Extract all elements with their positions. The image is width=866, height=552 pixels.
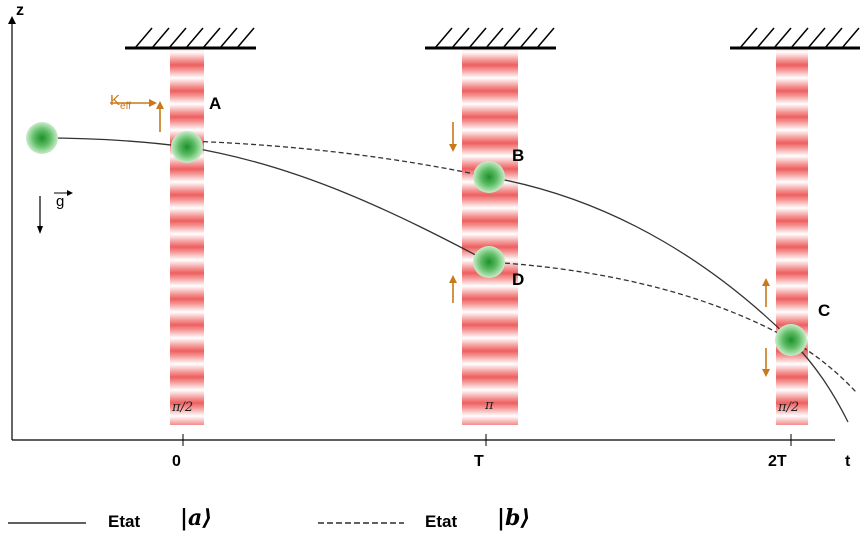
kick-arrow-D-head [449, 275, 457, 283]
legend-label-a: Etat [108, 512, 141, 531]
ceiling-3 [730, 27, 860, 50]
ceiling-2 [425, 27, 556, 50]
keff-arrow-horizontal-head [149, 99, 157, 107]
tick-label-T: T [474, 453, 484, 470]
g-vector-bar-head [67, 190, 73, 196]
tick-label-2T: 2T [768, 453, 787, 470]
g-label: g [56, 193, 65, 210]
laser-beam-1 [170, 50, 204, 425]
legend-label-b: Etat [425, 512, 458, 531]
trajectory-a-upper [488, 176, 849, 423]
z-axis-label: z [16, 2, 24, 19]
atom-D [473, 246, 505, 278]
point-label-C: C [818, 301, 831, 320]
legend-ket-a: |a⟩ [180, 505, 213, 531]
z-axis-arrowhead [8, 16, 16, 24]
legend-ket-a-symbol: a [188, 505, 203, 531]
atom-A [171, 131, 203, 163]
keff-label-main: K [110, 92, 121, 109]
atom-B [473, 161, 505, 193]
laser-beam-2 [462, 50, 518, 425]
keff-label: Keff [110, 92, 131, 112]
trajectory-b-upper [186, 140, 490, 178]
legend-ket-b: |b⟩ [497, 505, 531, 531]
pulse-label-1: π/2 [172, 400, 194, 415]
atom-C [775, 324, 807, 356]
trajectory-b-lower [488, 261, 857, 393]
pulse-label-2: π [485, 398, 494, 413]
g-arrow-head [37, 226, 43, 234]
kick-arrow-C-up-head [762, 278, 770, 286]
point-label-D: D [512, 270, 525, 289]
keff-label-sub: eff [120, 101, 131, 112]
kick-arrow-B-head [449, 144, 457, 152]
kick-arrow-C-down-head [762, 369, 770, 377]
trajectory-a-lower [186, 146, 490, 263]
tick-label-0: 0 [172, 453, 181, 470]
t-axis-label: t [845, 453, 851, 470]
atom-initial [26, 122, 58, 154]
trajectory-a-initial [39, 137, 188, 148]
point-label-B: B [512, 146, 525, 165]
point-label-A: A [209, 94, 222, 113]
legend-ket-b-symbol: b [505, 505, 521, 531]
laser-beam-3 [776, 50, 808, 425]
kick-arrow-A-head [156, 101, 164, 109]
pulse-label-3: π/2 [778, 400, 800, 415]
ceiling-1 [125, 27, 256, 50]
